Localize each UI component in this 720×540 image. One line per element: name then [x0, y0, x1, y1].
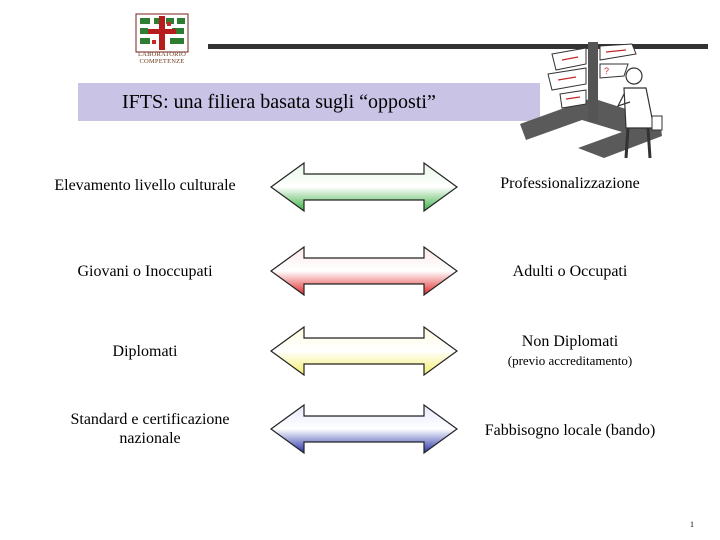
- row-3-left-label: Diplomati: [30, 342, 260, 361]
- row-3-double-arrow: [270, 326, 458, 376]
- logo-text-line2: COMPETENZE: [130, 58, 194, 65]
- logo-text: LABORATORIO COMPETENZE: [130, 51, 194, 65]
- row-1-right-label: Professionalizzazione: [472, 174, 668, 193]
- logo-text-line1: LABORATORIO: [130, 51, 194, 58]
- row-1-left-label: Elevamento livello culturale: [30, 176, 260, 195]
- row-2-right-label: Adulti o Occupati: [472, 262, 668, 281]
- row-4-left-label: Standard e certificazione nazionale: [30, 410, 270, 448]
- row-4-double-arrow: [270, 404, 458, 454]
- slide-title: IFTS: una filiera basata sugli “opposti”: [78, 83, 540, 121]
- signpost-man-clipart: ?: [512, 40, 692, 164]
- svg-text:?: ?: [604, 66, 609, 76]
- row-1-double-arrow: [270, 162, 458, 212]
- row-2-double-arrow: [270, 246, 458, 296]
- row-2-left-label: Giovani o Inoccupati: [30, 262, 260, 281]
- page-number: 1: [690, 520, 694, 529]
- row-4-right-label: Fabbisogno locale (bando): [462, 421, 678, 440]
- row-3-right-sublabel: (previo accreditamento): [472, 353, 668, 369]
- row-3-right-label: Non Diplomati: [472, 332, 668, 351]
